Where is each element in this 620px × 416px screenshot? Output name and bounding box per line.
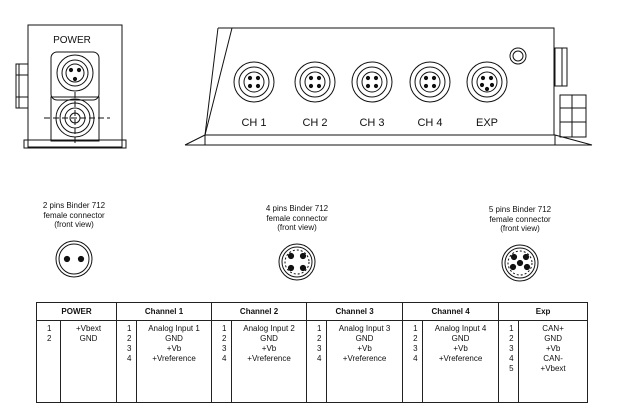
- ch4-pins: 1 2 3 4: [402, 320, 424, 403]
- signal-name: Analog Input 1: [148, 324, 200, 333]
- pin-number: 3: [317, 344, 322, 353]
- caption-line-3: (front view): [54, 220, 94, 229]
- ch1-pins: 1 2 3 4: [116, 320, 138, 403]
- power-connector-side: [50, 51, 100, 101]
- ch2-pins: 1 2 3 4: [211, 320, 233, 403]
- pin-number: 3: [222, 344, 227, 353]
- pin-number: 1: [47, 324, 52, 333]
- ch3-label: CH 3: [359, 117, 384, 129]
- header-exp: Exp: [498, 302, 589, 321]
- ch4-connector: [409, 61, 451, 103]
- ch4-signals: Analog Input 4 GND +Vb +Vreference: [422, 320, 500, 403]
- signal-name: Analog Input 2: [243, 324, 295, 333]
- pin-number: 4: [413, 354, 418, 363]
- connector-4pin-caption: 4 pins Binder 712 female connector (fron…: [237, 204, 357, 233]
- signal-name: Analog Input 3: [338, 324, 391, 333]
- header-channel-4: Channel 4: [402, 302, 500, 321]
- signal-name: +Vb: [261, 344, 277, 353]
- signal-name: CAN-: [543, 354, 563, 363]
- caption-line-2: female connector: [489, 214, 551, 224]
- ch2-connector: [294, 61, 336, 103]
- signal-name: Analog Input 4: [434, 324, 487, 333]
- table-row: 1 2 +Vbext GND 1 2 3 4 Analog Input 1 GN…: [36, 320, 589, 403]
- signal-name: +Vb: [357, 344, 372, 353]
- signal-name: +Vreference: [438, 354, 483, 363]
- signal-name: +Vreference: [342, 354, 387, 363]
- caption-line-2: female connector: [43, 210, 105, 220]
- pin-number: 2: [413, 334, 418, 343]
- ch1-label: CH 1: [241, 117, 266, 129]
- pin-number: 3: [509, 344, 514, 353]
- front-view: [184, 27, 593, 146]
- pin-number: 1: [413, 324, 418, 333]
- cable-gland-side: [44, 92, 110, 144]
- header-channel-3: Channel 3: [306, 302, 404, 321]
- caption-line-2: female connector: [266, 213, 328, 223]
- caption-line-1: 4 pins Binder 712: [265, 204, 329, 213]
- ch2-label: CH 2: [302, 117, 327, 129]
- exp-label: EXP: [476, 117, 498, 129]
- signal-name: +Vb: [545, 344, 561, 353]
- pin-number: 4: [222, 354, 227, 363]
- ch3-connector: [351, 61, 393, 103]
- signal-name: GND: [355, 334, 374, 343]
- signal-name: GND: [165, 334, 183, 343]
- caption-line-3: (front view): [277, 223, 317, 232]
- header-channel-1: Channel 1: [116, 302, 213, 321]
- ch3-signals: Analog Input 3 GND +Vb +Vreference: [326, 320, 404, 403]
- pin-number: 1: [317, 324, 322, 333]
- connector-5pin-caption: 5 pins Binder 712 female connector (fron…: [460, 205, 580, 234]
- signal-name: +Vbext: [75, 324, 102, 333]
- ch4-label: CH 4: [417, 117, 442, 129]
- power-pins: 1 2: [36, 320, 61, 403]
- header-channel-2: Channel 2: [211, 302, 308, 321]
- connector-2pin-front: [55, 240, 93, 278]
- pin-number: 1: [222, 324, 227, 333]
- side-view: [15, 24, 127, 149]
- caption-line-1: 2 pins Binder 712: [42, 201, 106, 210]
- signal-name: +Vb: [166, 344, 182, 353]
- exp-signals: CAN+ GND +Vb CAN- +Vbext: [518, 320, 589, 403]
- pin-number: 2: [47, 334, 52, 343]
- signal-name: +Vbext: [540, 364, 566, 373]
- pin-number: 5: [509, 364, 514, 373]
- signal-name: GND: [544, 334, 562, 343]
- signal-name: GND: [260, 334, 278, 343]
- ch3-pins: 1 2 3 4: [306, 320, 328, 403]
- power-signals: +Vbext GND: [59, 320, 118, 403]
- exp-pins: 1 2 3 4 5: [498, 320, 520, 403]
- pin-number: 2: [127, 334, 132, 343]
- table-header-row: POWER Channel 1 Channel 2 Channel 3 Chan…: [35, 302, 589, 321]
- pin-number: 1: [509, 324, 514, 333]
- exp-connector: [466, 61, 508, 103]
- ch2-signals: Analog Input 2 GND +Vb +Vreference: [231, 320, 308, 403]
- signal-name: +Vb: [453, 344, 468, 353]
- pin-number: 3: [127, 344, 132, 353]
- caption-line-3: (front view): [500, 224, 540, 233]
- pin-number: 4: [127, 354, 132, 363]
- ch1-connector: [233, 61, 275, 103]
- pin-number: 3: [413, 344, 418, 353]
- connector-5pin-front: [501, 244, 539, 282]
- header-power: POWER: [35, 302, 118, 321]
- caption-line-1: 5 pins Binder 712: [488, 205, 552, 214]
- signal-name: GND: [79, 334, 98, 343]
- connector-4pin-front: [278, 243, 316, 281]
- signal-name: CAN+: [542, 324, 564, 333]
- power-label: POWER: [53, 35, 91, 46]
- signal-name: +Vreference: [247, 354, 291, 363]
- signal-name: GND: [451, 334, 470, 343]
- pin-number: 2: [222, 334, 227, 343]
- mounting-hole: [509, 47, 527, 65]
- pin-number: 2: [317, 334, 322, 343]
- connector-2pin-caption: 2 pins Binder 712 female connector (fron…: [14, 201, 134, 230]
- pin-number: 2: [509, 334, 514, 343]
- pin-number: 4: [317, 354, 322, 363]
- pin-number: 4: [509, 354, 514, 363]
- pin-number: 1: [127, 324, 132, 333]
- signal-name: +Vreference: [152, 354, 196, 363]
- pinout-table: POWER Channel 1 Channel 2 Channel 3 Chan…: [35, 302, 589, 403]
- ch1-signals: Analog Input 1 GND +Vb +Vreference: [136, 320, 213, 403]
